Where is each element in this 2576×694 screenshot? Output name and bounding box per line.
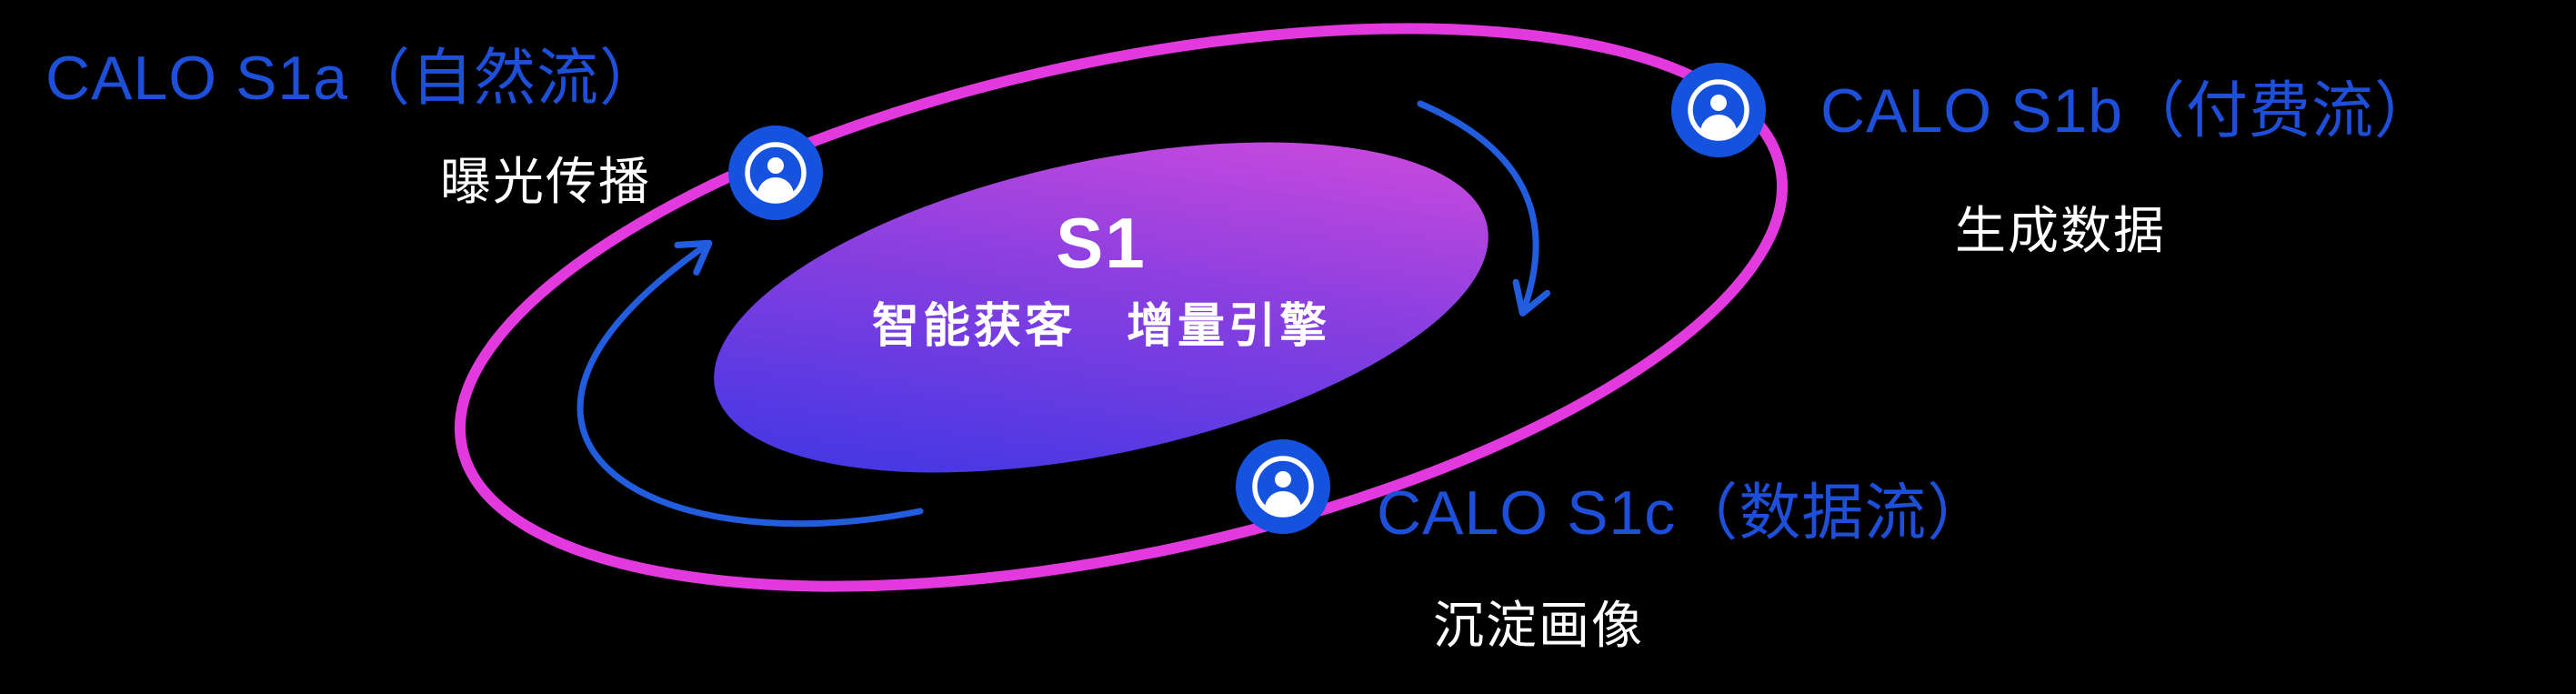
flow-arrow-right-icon <box>1417 100 1551 317</box>
core-text-group: S1 智能获客 增量引擎 <box>872 207 1330 356</box>
node-s1a <box>728 126 823 220</box>
flow-arrow-left-icon <box>576 239 924 528</box>
node-label-s1a: CALO S1a（自然流） <box>45 44 663 113</box>
user-icon <box>1236 439 1330 534</box>
core-title: S1 <box>1056 203 1147 283</box>
node-s1b <box>1671 63 1766 157</box>
node-sublabel-s1c: 沉淀画像 <box>1433 597 1644 654</box>
node-sublabel-s1a: 曝光传播 <box>440 153 651 210</box>
user-icon <box>728 126 823 220</box>
node-label-s1c: CALO S1c（数据流） <box>1377 478 1990 548</box>
node-s1c <box>1236 439 1330 534</box>
node-label-s1b: CALO S1b（付费流） <box>1820 76 2438 146</box>
core-ellipse <box>714 142 1488 473</box>
orbit-ring <box>455 23 1788 592</box>
core-subtitle: 智能获客 增量引擎 <box>871 300 1331 353</box>
node-sublabel-s1b: 生成数据 <box>1955 202 2166 259</box>
user-icon <box>1671 63 1766 157</box>
